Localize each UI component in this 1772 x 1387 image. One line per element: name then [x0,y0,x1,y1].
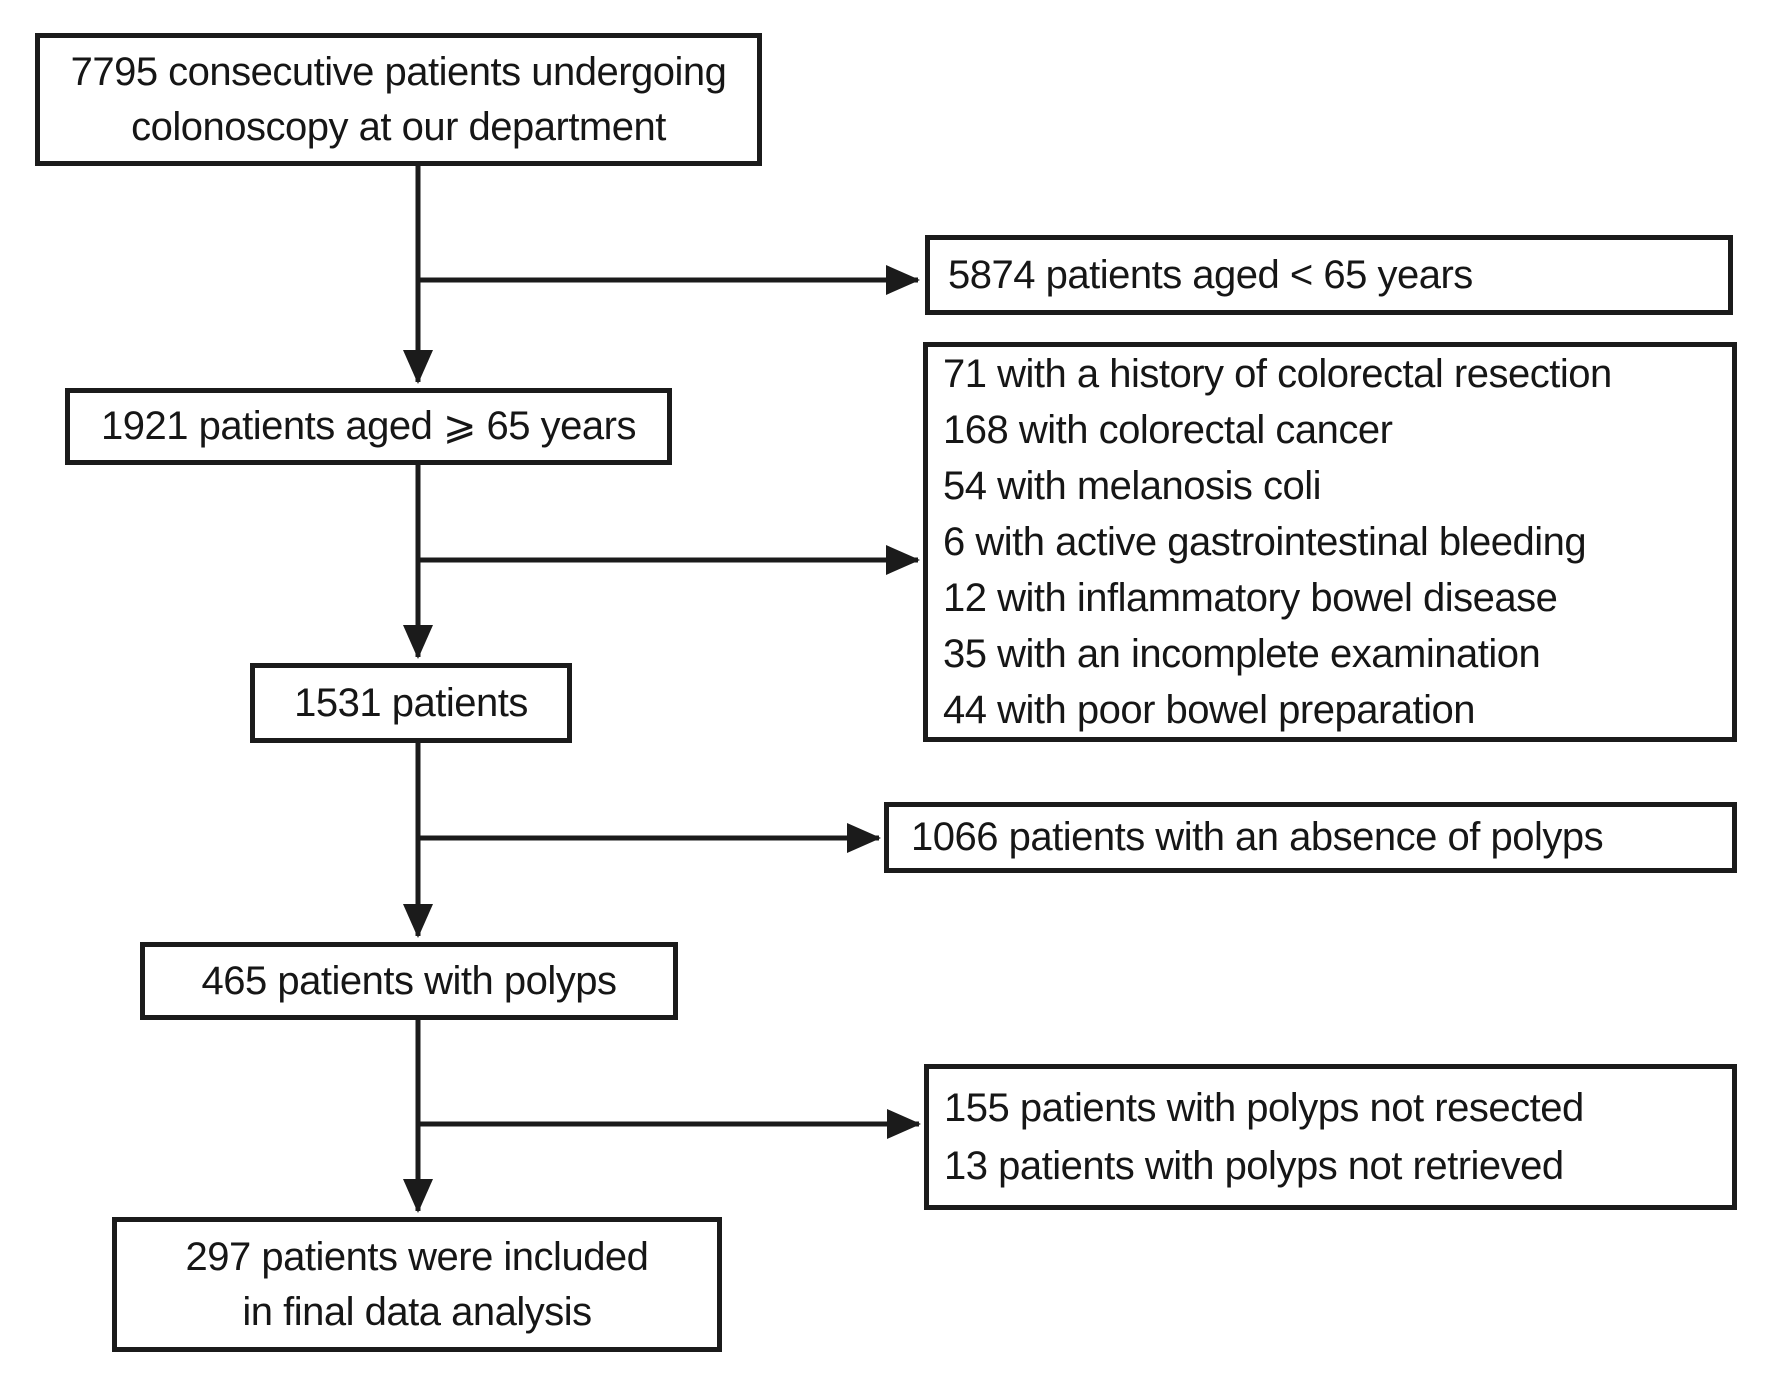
box-text-line: 13 patients with polyps not retrieved [944,1144,1564,1188]
box-polyps-not-analyzed: 155 patients with polyps not resected 13… [924,1064,1737,1210]
box-no-polyps: 1066 patients with an absence of polyps [884,802,1737,873]
exclusion-line: 35 with an incomplete examination [943,632,1541,676]
box-text-line: 5874 patients aged < 65 years [948,252,1473,297]
box-text-line: 1066 patients with an absence of polyps [911,815,1604,859]
box-text-line: colonoscopy at our department [131,104,666,149]
box-text-line: in final data analysis [242,1289,592,1334]
box-1531-patients: 1531 patients [250,663,572,743]
box-text-line: 297 patients were included [185,1234,649,1279]
exclusion-line: 71 with a history of colorectal resectio… [943,352,1612,396]
exclusion-line: 54 with melanosis coli [943,464,1322,508]
exclusion-line: 6 with active gastrointestinal bleeding [943,520,1587,564]
box-text-line: 1531 patients [294,680,528,725]
box-465-polyps: 465 patients with polyps [140,942,678,1020]
exclusion-line: 44 with poor bowel preparation [943,688,1476,732]
box-text-line: 155 patients with polyps not resected [944,1086,1584,1130]
box-text-line: 1921 patients aged ⩾ 65 years [101,404,636,448]
box-final-analysis: 297 patients were included in final data… [112,1217,722,1352]
box-under-65: 5874 patients aged < 65 years [925,235,1733,315]
exclusion-line: 12 with inflammatory bowel disease [943,576,1558,620]
box-exclusion-reasons: 71 with a history of colorectal resectio… [923,342,1737,742]
box-65-and-over: 1921 patients aged ⩾ 65 years [65,388,672,465]
box-total-patients: 7795 consecutive patients undergoing col… [35,33,762,166]
exclusion-line: 168 with colorectal cancer [943,408,1393,452]
box-text-line: 7795 consecutive patients undergoing [70,49,727,94]
box-text-line: 465 patients with polyps [201,958,617,1003]
